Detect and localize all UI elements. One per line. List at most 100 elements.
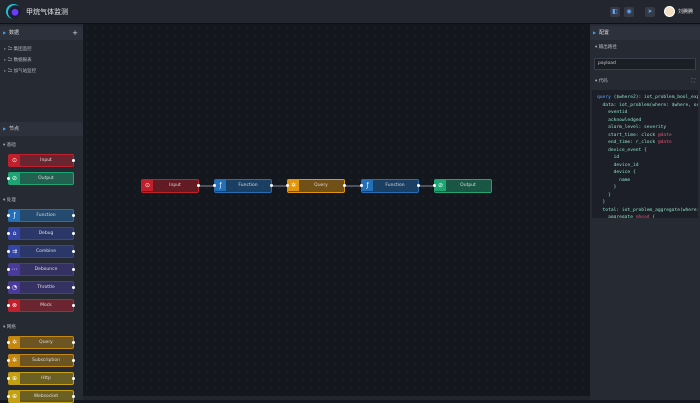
folder-icon: 🗀 xyxy=(7,47,14,52)
flow-node-function[interactable]: ƒ Function xyxy=(213,179,273,193)
node-group-label[interactable]: ▾ 基础 xyxy=(3,143,16,148)
input-port[interactable] xyxy=(7,214,10,217)
node-label: Function xyxy=(238,183,258,188)
folder-icon: 🗀 xyxy=(7,58,14,63)
output-port[interactable] xyxy=(270,184,273,187)
output-port[interactable] xyxy=(72,214,75,217)
output-port[interactable] xyxy=(72,232,75,235)
palette-node-throttle[interactable]: ◔Throttle xyxy=(7,281,75,294)
node-label: Query xyxy=(314,183,328,188)
flow-node-query[interactable]: ✲Query xyxy=(286,179,346,193)
input-port[interactable] xyxy=(286,184,289,187)
expand-icon: ▸ xyxy=(4,69,8,74)
node-label: Debounce xyxy=(34,267,58,272)
tree-item[interactable]: ▸ 🗀 集团监控 xyxy=(4,45,32,53)
output-path-input[interactable]: payload xyxy=(594,58,696,70)
output-port[interactable] xyxy=(72,159,75,162)
code-line: query ($where2): iot_problem_bool_exp, xyxy=(597,95,698,100)
input-port[interactable] xyxy=(213,184,216,187)
node-icon: ⋯ xyxy=(9,264,20,275)
flow-node-input[interactable]: ⊙Input xyxy=(141,179,200,193)
palette-node-query[interactable]: ✲Query xyxy=(7,336,75,349)
palette-node-mock[interactable]: ⊗Mock xyxy=(7,299,75,312)
node-icon: ƒ xyxy=(215,180,226,191)
folder-icon: 🗀 xyxy=(7,69,14,74)
node-group-label[interactable]: ▾ 处理 xyxy=(3,198,16,203)
input-port[interactable] xyxy=(7,177,10,180)
node-label: Debug xyxy=(38,231,54,236)
input-port[interactable] xyxy=(7,359,10,362)
palette-node-subscription[interactable]: ✲ Subscription xyxy=(7,354,75,367)
node-icon: ⊕ xyxy=(9,373,20,384)
triangle-icon: ▶ xyxy=(3,126,7,131)
input-port[interactable] xyxy=(7,304,10,307)
input-port[interactable] xyxy=(7,377,10,380)
palette-node-debounce[interactable]: ⋯ Debounce xyxy=(7,263,75,276)
add-button[interactable]: + xyxy=(72,29,78,37)
output-port[interactable] xyxy=(417,184,420,187)
nodes-section-title: 节点 xyxy=(9,126,20,132)
output-port[interactable] xyxy=(72,286,75,289)
node-group-label[interactable]: ▾ 网络 xyxy=(3,325,16,330)
node-label: Throttle xyxy=(37,285,55,290)
code-line: aggregate @head { xyxy=(597,215,656,218)
tree-item[interactable]: ▸ 🗀 加气站监控 xyxy=(4,67,36,75)
output-port[interactable] xyxy=(72,377,75,380)
input-port[interactable] xyxy=(433,184,436,187)
node-icon: ƒ xyxy=(362,180,373,191)
output-port[interactable] xyxy=(197,184,200,187)
output-port[interactable] xyxy=(72,304,75,307)
output-port[interactable] xyxy=(72,341,75,344)
output-port[interactable] xyxy=(72,268,75,271)
output-port[interactable] xyxy=(72,359,75,362)
output-port[interactable] xyxy=(343,184,346,187)
input-port[interactable] xyxy=(7,268,10,271)
config-section-header: ▶配置 xyxy=(590,26,700,40)
output-port[interactable] xyxy=(72,250,75,253)
flow-node-output[interactable]: ⊘Output xyxy=(433,179,492,193)
code-line: } xyxy=(597,200,606,205)
input-port[interactable] xyxy=(7,232,10,235)
config-title: 配置 xyxy=(599,30,610,36)
code-editor[interactable]: query ($where2): iot_problem_bool_exp, d… xyxy=(592,90,698,218)
node-label: Function xyxy=(36,213,56,218)
expand-icon: ▸ xyxy=(4,58,8,63)
save-icon[interactable]: ◉ xyxy=(624,7,634,17)
node-icon: ⇉ xyxy=(9,246,20,257)
node-icon: ✲ xyxy=(9,355,20,366)
code-line: device_id xyxy=(597,162,639,168)
code-line: alarm_level: severity xyxy=(597,125,667,130)
node-label: Output xyxy=(38,176,54,181)
input-port[interactable] xyxy=(7,250,10,253)
node-label: Mock xyxy=(40,303,52,308)
code-line: end_time: r_clock @date xyxy=(597,140,672,145)
palette-node-combine[interactable]: ⇉Combine xyxy=(7,245,75,258)
palette-node-debug[interactable]: ⌂Debug xyxy=(7,227,75,240)
output-port[interactable] xyxy=(72,395,75,398)
send-icon[interactable]: ➤ xyxy=(645,7,655,17)
tree-item[interactable]: ▸ 🗀 数据报表 xyxy=(4,56,32,64)
group-label-text: 基础 xyxy=(6,143,16,148)
data-section-header: ▶数据+ xyxy=(0,26,83,40)
input-port[interactable] xyxy=(7,286,10,289)
layout-icon[interactable]: ◧ xyxy=(610,7,620,17)
code-line: total: iot_problem_aggregate(where: xyxy=(597,207,698,213)
node-icon: ⊕ xyxy=(9,391,20,402)
input-port[interactable] xyxy=(360,184,363,187)
triangle-icon: ▶ xyxy=(3,30,7,35)
palette-node-input[interactable]: ⊙Input xyxy=(8,154,75,167)
palette-node-output[interactable]: ⊘Output xyxy=(7,172,74,185)
fullscreen-icon[interactable]: ⛶ xyxy=(691,78,695,84)
input-port[interactable] xyxy=(7,395,10,398)
flow-canvas[interactable] xyxy=(83,24,590,396)
node-label: Input xyxy=(169,183,181,188)
node-label: Subscription xyxy=(32,358,60,363)
palette-node-http[interactable]: ⊕Http xyxy=(7,372,75,385)
group-label-text: 处理 xyxy=(6,198,16,203)
input-port[interactable] xyxy=(7,341,10,344)
avatar[interactable] xyxy=(664,6,675,17)
code-label: ▾ 代码 xyxy=(595,79,608,84)
nodes-section-header: ▶节点 xyxy=(0,122,83,136)
